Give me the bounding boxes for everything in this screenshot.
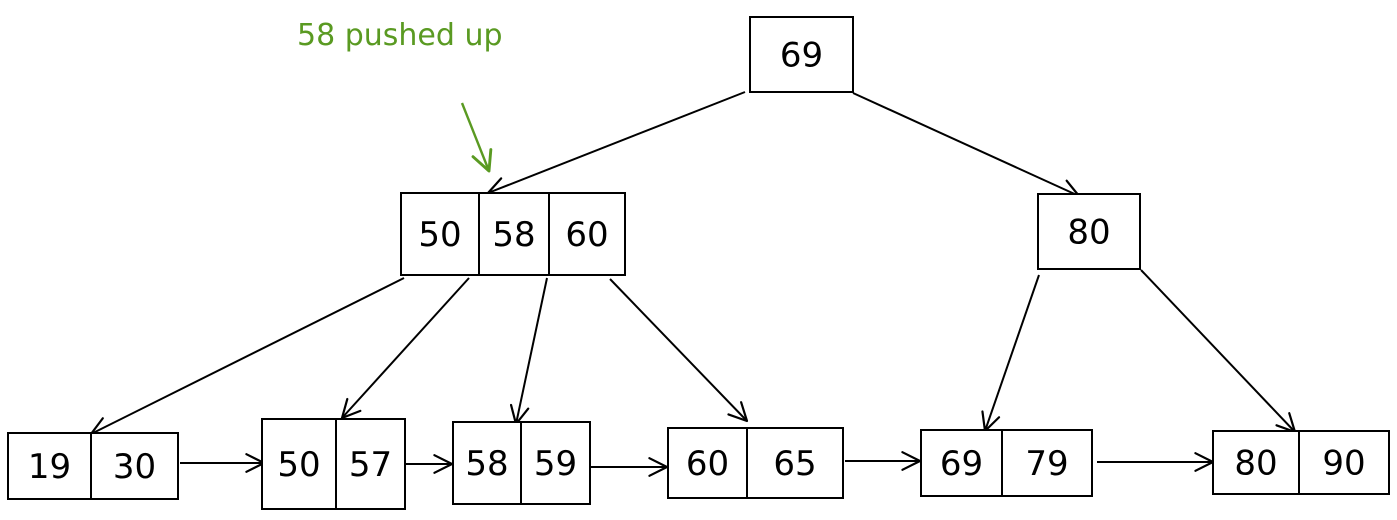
edge-internal-to-leaf-6 (1140, 269, 1297, 434)
leaf-node-4-box (667, 427, 844, 499)
leaf-node-1-key: 30 (113, 447, 156, 487)
leaf-node-6: 80 90 (1212, 430, 1390, 495)
internal-node-2-box (1037, 193, 1141, 270)
root-node-key: 69 (780, 36, 823, 76)
internal-node-1: 50 58 60 (400, 192, 626, 276)
edge-internal-to-leaf-5 (981, 274, 1040, 433)
leaf-node-3: 58 59 (452, 421, 591, 505)
leaf-node-4-key: 65 (773, 444, 816, 484)
edge-root-to-internal-left (486, 91, 746, 196)
leaf-node-4-key: 60 (686, 444, 729, 484)
leaf-node-2-key: 50 (277, 445, 320, 485)
leaf-node-6-key: 90 (1322, 444, 1365, 484)
leaf-node-6-box (1212, 430, 1390, 495)
leaf-links (180, 451, 1215, 477)
leaf-node-5-key: 79 (1025, 444, 1068, 484)
internal-node-1-key: 60 (565, 215, 608, 255)
leaf-node-3-key: 59 (534, 444, 577, 484)
leaf-node-1-box (7, 432, 179, 500)
internal-node-2-key: 80 (1067, 213, 1110, 253)
leaf-node-6-key: 80 (1234, 444, 1277, 484)
leaf-node-2-box (261, 418, 406, 510)
edge-internal-to-leaf-4 (609, 278, 749, 423)
leaf-node-5: 69 79 (920, 429, 1093, 497)
leaf-node-5-box (920, 429, 1093, 497)
internal-node-1-key: 58 (492, 215, 535, 255)
leaf-node-2: 50 57 (261, 418, 406, 510)
edge-internal-to-leaf-3 (509, 277, 548, 426)
edge-root-to-internal-right (852, 92, 1081, 198)
root-node-box (749, 16, 854, 93)
root-node: 69 (749, 16, 854, 93)
internal-node-1-box (400, 192, 626, 276)
edge-internal-to-leaf-1 (89, 277, 405, 436)
leaf-node-4: 60 65 (667, 427, 844, 499)
annotation-arrow (460, 102, 493, 173)
annotation-label: 58 pushed up (297, 18, 503, 53)
edge-internal-to-leaf-2 (340, 277, 470, 420)
leaf-node-5-key: 69 (940, 444, 983, 484)
leaf-node-3-key: 58 (465, 444, 508, 484)
leaf-node-2-key: 57 (349, 445, 392, 485)
tree-edges (89, 91, 1297, 436)
internal-node-2: 80 (1037, 193, 1141, 270)
internal-node-1-key: 50 (418, 215, 461, 255)
leaf-node-1-key: 19 (28, 447, 71, 487)
